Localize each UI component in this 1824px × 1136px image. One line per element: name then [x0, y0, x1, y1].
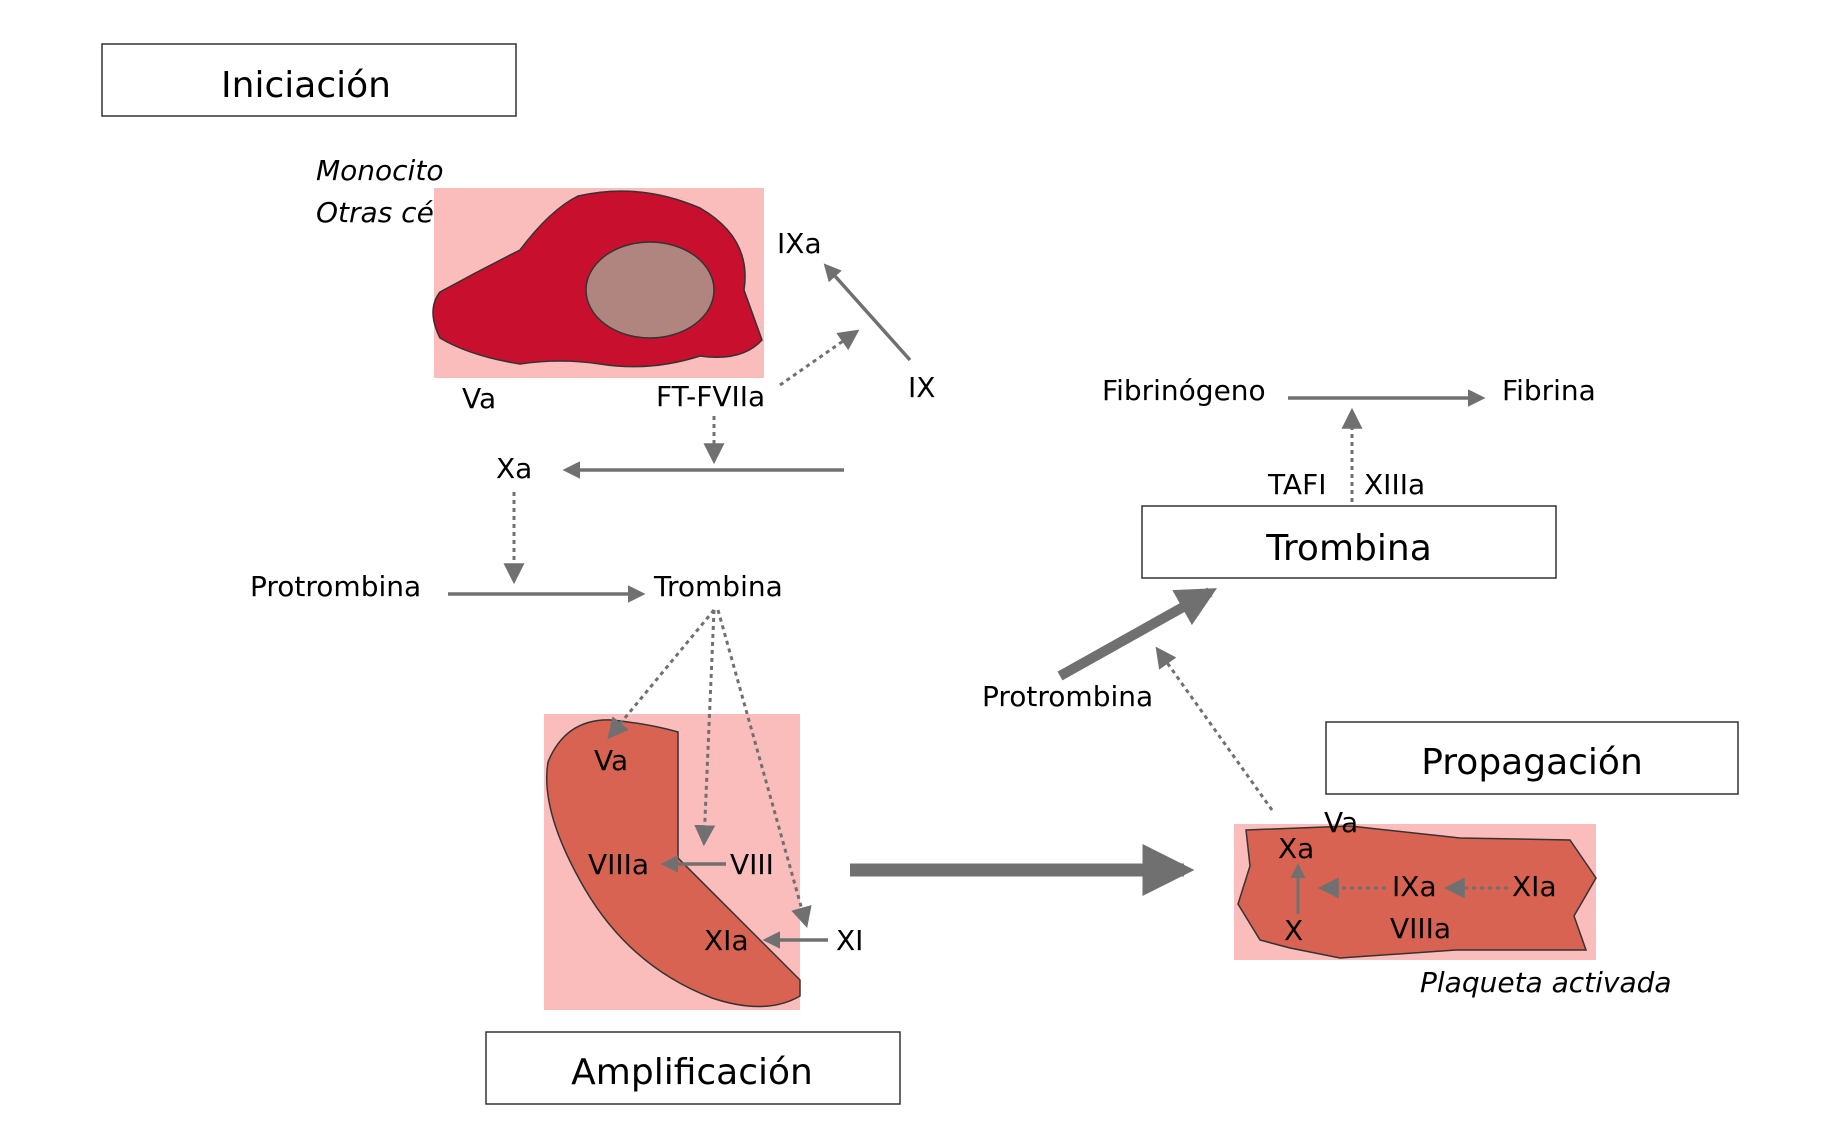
node-viii: VIII: [730, 848, 774, 881]
node-xa-propagation: Xa: [1278, 832, 1314, 865]
activated-platelet-label: Plaqueta activada: [1420, 966, 1672, 999]
node-ft-fviia: FT-FVIIa: [656, 380, 765, 413]
node-trombina-initiation: Trombina: [653, 570, 783, 603]
initiation-box: Iniciación: [101, 43, 517, 117]
node-x-propagation: X: [1284, 914, 1303, 947]
trombina-title: Trombina: [1265, 528, 1432, 569]
propagation-box: Propagación: [1325, 721, 1739, 795]
node-fibrinogeno: Fibrinógeno: [1102, 374, 1266, 407]
arrow-ix-to-ixa: [823, 263, 912, 362]
amplification-title: Amplificación: [571, 1052, 813, 1093]
monocyte-nucleus: [585, 241, 715, 339]
node-va-initiation: Va: [462, 382, 496, 415]
activated-platelet: [1234, 824, 1597, 960]
node-viiia-amplification: VIIIa: [588, 848, 649, 881]
activated-platelet-body: [1237, 825, 1597, 959]
monocyte-label: Monocito: [316, 154, 443, 187]
node-ixa-initiation: IXa: [777, 227, 822, 260]
dotted-platelet-to-thrombin: [1155, 646, 1274, 811]
node-ix: IX: [908, 371, 935, 404]
dotted-trombina-to-viii: [694, 609, 716, 847]
node-fibrina: Fibrina: [1502, 374, 1596, 407]
dotted-trombina-to-xi: [716, 609, 812, 929]
monocyte-cell: [432, 188, 764, 378]
node-va-propagation: Va: [1324, 806, 1358, 839]
node-xia-amplification: XIa: [704, 924, 749, 957]
node-viiia-propagation: VIIIa: [1390, 912, 1451, 945]
node-xi: XI: [836, 924, 863, 957]
node-protrombina-initiation: Protrombina: [250, 570, 421, 603]
node-va-amplification: Va: [594, 744, 628, 777]
node-ixa-propagation: IXa: [1392, 870, 1437, 903]
trombina-box: Trombina: [1141, 505, 1557, 579]
initiation-title: Iniciación: [221, 65, 391, 106]
node-xiiia: XIIIa: [1364, 468, 1425, 501]
dotted-trombina-to-va: [607, 609, 716, 740]
arrow-protrombina-to-trombina-burst: [1057, 587, 1217, 681]
node-xia-propagation: XIa: [1512, 870, 1557, 903]
node-tafi: TAFI: [1267, 468, 1326, 501]
node-protrombina-propagation: Protrombina: [982, 680, 1153, 713]
node-xa-initiation: Xa: [496, 452, 532, 485]
propagation-title: Propagación: [1421, 742, 1643, 783]
dotted-ftfviia-to-ix-activation: [779, 329, 860, 387]
amplification-box: Amplificación: [485, 1031, 901, 1105]
